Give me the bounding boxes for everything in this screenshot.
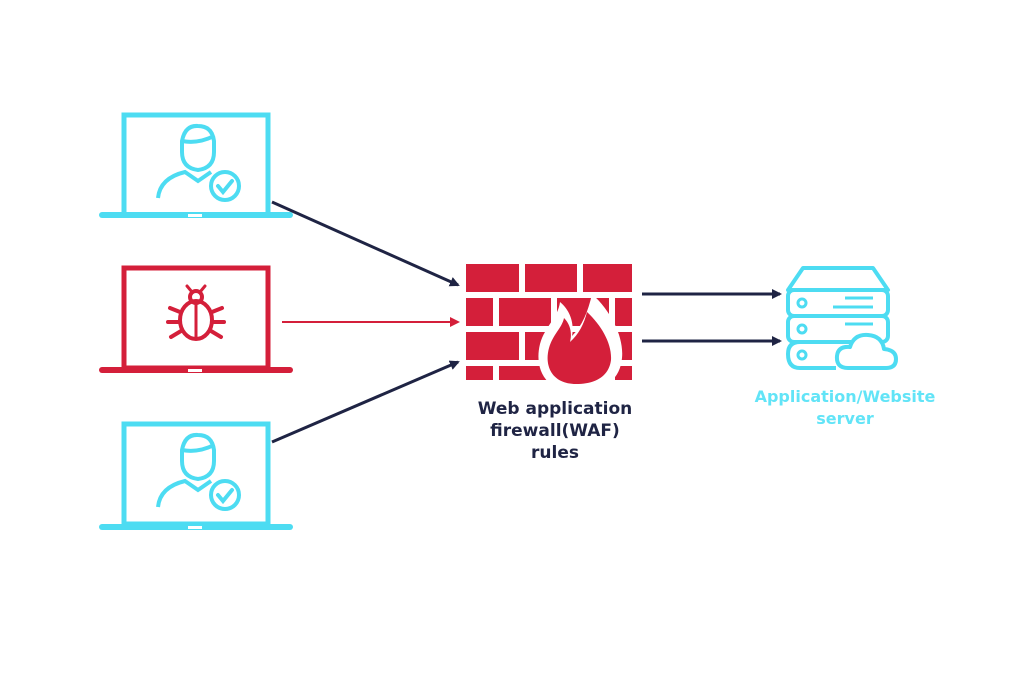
waf-label-line-2: firewall(WAF) bbox=[490, 421, 620, 441]
laptop-legit-user-2 bbox=[99, 421, 293, 530]
server-label: Application/Website server bbox=[725, 386, 965, 430]
user-check-icon bbox=[156, 123, 241, 202]
waf-label-line-1: Web application bbox=[477, 399, 633, 419]
server-cloud-icon bbox=[785, 266, 898, 370]
firewall-flame-icon bbox=[466, 264, 632, 392]
server-label-line-2: server bbox=[816, 409, 874, 428]
laptop-legit-user-1 bbox=[99, 112, 293, 218]
server-label-line-1: Application/Website bbox=[754, 387, 936, 406]
laptop-malicious-bot bbox=[99, 265, 293, 373]
arrow-user1-to-waf bbox=[271, 200, 460, 287]
user-check-icon bbox=[156, 432, 241, 511]
arrow-user2-to-waf bbox=[271, 360, 460, 444]
waf-rules-label: Web application firewall(WAF) rules bbox=[440, 398, 670, 464]
waf-label-line-3: rules bbox=[531, 443, 579, 463]
bug-icon bbox=[166, 284, 226, 341]
